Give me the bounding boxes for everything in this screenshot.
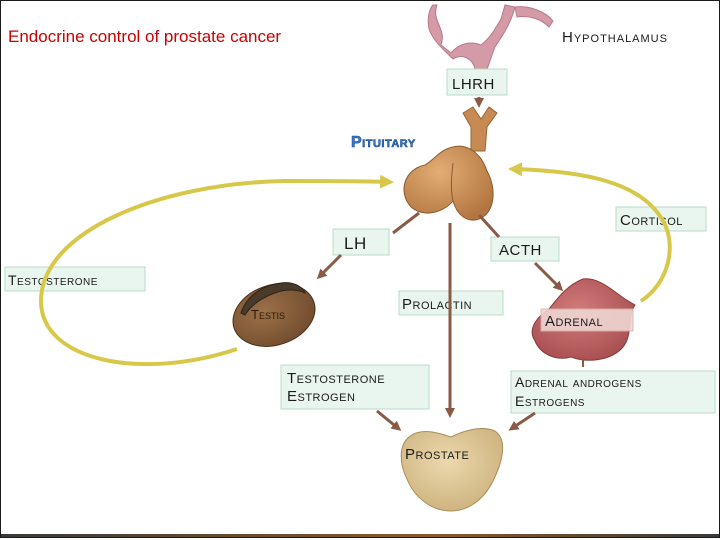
adrenal-androgens-line2: Estrogens bbox=[515, 393, 585, 409]
cortisol-label: Cortisol bbox=[620, 212, 683, 229]
lh-label: LH bbox=[344, 234, 367, 253]
testosterone-box bbox=[4, 266, 146, 292]
feedback-cortisol-to-pituitary bbox=[508, 162, 672, 303]
adrenal-label: Adrenal bbox=[545, 313, 603, 330]
testosterone-estrogen-line1: Testosterone bbox=[287, 370, 385, 387]
arrow-lh-to-testis bbox=[316, 253, 343, 280]
testosterone-estrogen-line2: Estrogen bbox=[287, 388, 355, 405]
pituitary-gland-icon bbox=[403, 145, 494, 221]
acth-label: ACTH bbox=[499, 242, 542, 259]
prostate-label: Prostate bbox=[405, 446, 469, 463]
lh-box bbox=[332, 228, 390, 256]
lhrh-label: LHRH bbox=[452, 76, 495, 93]
pituitary-stalk bbox=[462, 106, 498, 152]
pituitary-label: Pituitary bbox=[351, 134, 416, 151]
arrow-pituitary-to-lh bbox=[392, 211, 420, 235]
adrenal-androgens-line1: Adrenal androgens bbox=[515, 374, 642, 390]
adrenal-androgens-box bbox=[510, 370, 716, 414]
arrow-adrenal-androgens-to-prostate bbox=[508, 411, 536, 431]
hypothalamus-vessel-icon bbox=[427, 4, 516, 70]
adrenal-box bbox=[540, 308, 634, 332]
bottom-border-strip bbox=[1, 534, 719, 537]
prostate-gland-icon bbox=[400, 428, 504, 512]
acth-box bbox=[490, 236, 560, 262]
testosterone-estrogen-box bbox=[280, 364, 430, 410]
lhrh-box bbox=[446, 68, 508, 96]
hypothalamus-label: Hypothalamus bbox=[562, 29, 668, 46]
feedback-testosterone-to-pituitary bbox=[38, 174, 394, 367]
slide-title: Endocrine control of prostate cancer bbox=[8, 27, 282, 46]
arrow-acth-to-adrenal bbox=[533, 261, 564, 292]
testosterone-label: Testosterone bbox=[8, 272, 98, 288]
cortisol-box bbox=[615, 206, 707, 232]
arrow-pituitary-to-acth bbox=[477, 213, 501, 239]
arrow-testosterone-to-prostate bbox=[376, 409, 402, 431]
prolactin-label: Prolactin bbox=[402, 296, 472, 313]
testis-label: Testis bbox=[251, 307, 285, 322]
